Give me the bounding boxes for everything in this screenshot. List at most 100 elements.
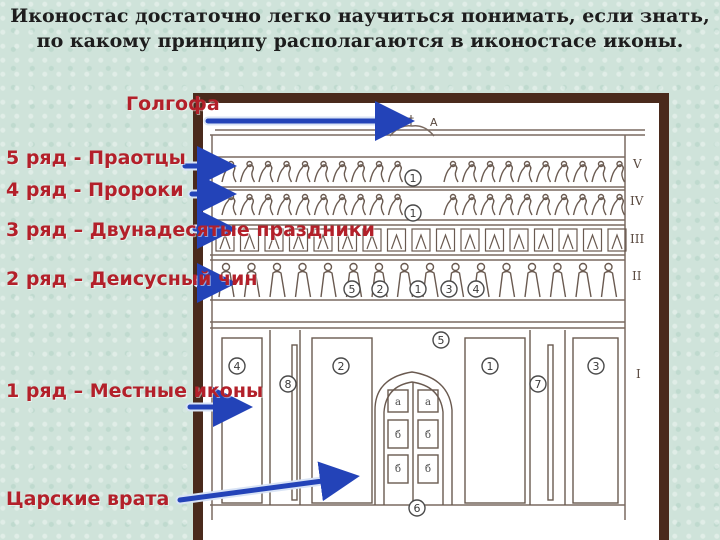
deesis-figure (498, 270, 516, 298)
figure-head (616, 193, 623, 201)
figure-head (320, 193, 327, 201)
deesis-head (604, 262, 613, 272)
deesis-figure (371, 270, 388, 298)
feast-mark (390, 233, 403, 250)
deesis-figure (473, 270, 490, 298)
svg-text:3: 3 (593, 360, 600, 373)
label-row5: 5 ряд - Праотцы (6, 147, 186, 169)
deesis-head (527, 262, 537, 272)
feast-icon (264, 228, 284, 252)
figure-head (616, 160, 623, 168)
feast-icon (313, 228, 333, 252)
figure-head (542, 160, 549, 168)
svg-text:1: 1 (410, 172, 417, 185)
feast-mark (464, 233, 476, 250)
roman-v: V (632, 157, 642, 171)
feast-mark (586, 233, 599, 250)
circle-local: 7 (529, 375, 547, 393)
svg-text:8: 8 (285, 378, 292, 391)
deesis-head (349, 262, 358, 272)
figure-head (357, 160, 364, 168)
door-letter-a2: а (425, 397, 431, 408)
deesis-figure (269, 270, 286, 298)
figure-head (597, 160, 605, 168)
feast-icon (411, 228, 431, 252)
deesis-figure (447, 270, 465, 298)
door-letter-b4: б (425, 464, 431, 475)
figure-head (394, 160, 401, 168)
svg-text:1: 1 (487, 360, 494, 373)
deesis-figure (600, 270, 618, 298)
deesis-head (451, 262, 460, 272)
figure-head (375, 193, 383, 201)
figure-head (301, 160, 309, 168)
figure-head (338, 160, 346, 168)
feast-mark (513, 233, 525, 250)
feast-icon (509, 228, 529, 252)
feast-mark (439, 233, 452, 250)
figure-head (468, 160, 475, 168)
feast-icon (337, 228, 358, 252)
deesis-figure (524, 270, 541, 298)
marker-a: A (430, 116, 438, 129)
label-row3: 3 ряд – Двунадесятые праздники (6, 219, 375, 241)
figure-head (283, 193, 290, 201)
feast-mark (292, 233, 305, 250)
figure-head (449, 193, 457, 201)
figure-head (449, 160, 457, 168)
feast-icon (460, 228, 480, 252)
circle-deesis: 5 (343, 280, 361, 298)
figure-head (486, 160, 494, 168)
circle-gates: 6 (408, 499, 426, 517)
svg-text:3: 3 (446, 283, 453, 296)
door-letter-a1: а (395, 397, 401, 408)
feast-icon (288, 228, 309, 252)
circle-deesis: 2 (371, 280, 389, 298)
figure-head (542, 193, 549, 201)
feast-mark (488, 233, 501, 250)
roman-iv: IV (630, 194, 644, 208)
figure-head (505, 160, 512, 168)
feast-icon (435, 228, 456, 252)
circle-local: 8 (279, 375, 297, 393)
deesis-head (298, 262, 307, 272)
deesis-figure (422, 270, 439, 298)
circle-deesis: 4 (467, 280, 485, 298)
figure-head (560, 160, 568, 168)
figure-head (357, 193, 364, 201)
svg-text:1: 1 (410, 207, 417, 220)
feast-icon (484, 228, 505, 252)
circle-local: 1 (481, 357, 499, 375)
deesis-figure (549, 270, 567, 298)
feast-icon (239, 228, 260, 252)
circle-deesis: 3 (440, 280, 458, 298)
deesis-head (476, 262, 486, 272)
feast-icon (362, 228, 382, 252)
door-letter-b1: б (395, 430, 401, 441)
svg-text:4: 4 (234, 360, 241, 373)
deesis-head (502, 262, 511, 272)
figure-head (375, 160, 383, 168)
circle-local: 4 (228, 357, 246, 375)
figure-head (486, 193, 494, 201)
roman-i: I (636, 367, 641, 381)
feast-mark (366, 233, 378, 250)
circle-local: 3 (587, 357, 605, 375)
figure-head (579, 160, 586, 168)
deesis-head (247, 262, 256, 272)
feast-icon (582, 228, 603, 252)
figure-head (505, 193, 512, 201)
figure-head (597, 193, 605, 201)
feast-icon (533, 228, 554, 252)
figure-head (264, 193, 272, 201)
feast-icon (607, 228, 627, 252)
door-letter-b2: б (425, 430, 431, 441)
feast-mark (415, 233, 427, 250)
figure-head (246, 193, 253, 201)
svg-text:5: 5 (349, 283, 356, 296)
deesis-figure (320, 270, 337, 298)
label-row1: 1 ряд – Местные иконы (6, 380, 264, 402)
deesis-head (553, 262, 562, 272)
svg-text:4: 4 (473, 283, 480, 296)
